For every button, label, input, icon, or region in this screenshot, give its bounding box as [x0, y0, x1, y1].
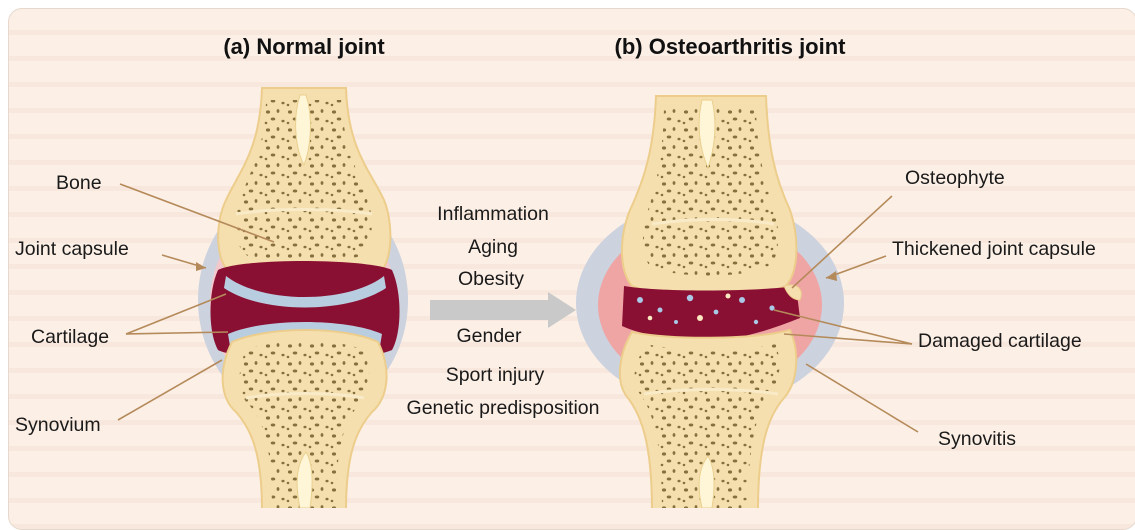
risk-factor-item: Genetic predisposition — [407, 397, 600, 420]
synovitis-label: Synovitis — [938, 428, 1016, 451]
damaged-cartilage-label: Damaged cartilage — [918, 330, 1082, 353]
oa-joint-title: (b) Osteoarthritis joint — [615, 34, 846, 60]
bone-label: Bone — [56, 172, 102, 195]
progression-arrow — [430, 292, 576, 328]
cartilage-label: Cartilage — [31, 326, 109, 349]
risk-factor-item: Inflammation — [437, 203, 549, 226]
risk-factor-item: Aging — [468, 236, 518, 259]
osteophyte-label: Osteophyte — [905, 167, 1005, 190]
normal-joint — [198, 88, 408, 508]
risk-factor-item: Sport injury — [446, 364, 545, 387]
risk-factor-item: Obesity — [458, 268, 524, 291]
synovitis-leader — [806, 364, 918, 432]
normal-joint-title: (a) Normal joint — [223, 34, 384, 60]
risk-factor-item: Gender — [456, 325, 521, 348]
oa-joint — [576, 96, 844, 508]
figure: (a) Normal joint (b) Osteoarthritis join… — [0, 0, 1135, 508]
thickened-capsule-label: Thickened joint capsule — [892, 238, 1096, 261]
synovium-leader — [118, 360, 222, 420]
joint-capsule-label: Joint capsule — [15, 238, 129, 261]
synovium-label: Synovium — [15, 414, 101, 437]
